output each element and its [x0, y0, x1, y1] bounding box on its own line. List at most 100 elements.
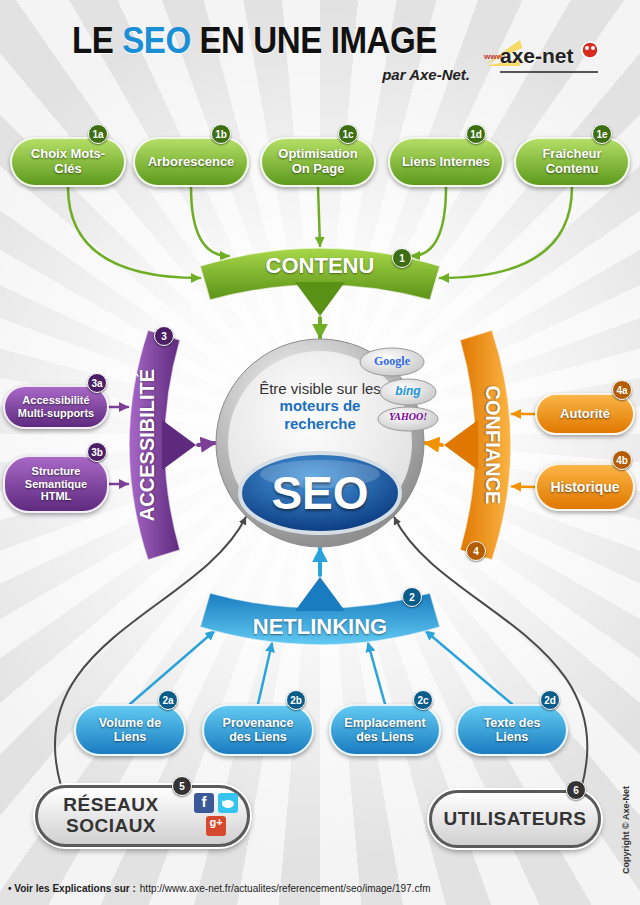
- word: recherche: [284, 415, 356, 432]
- pill-text: Volume de Liens: [84, 716, 176, 745]
- connector: [191, 187, 229, 256]
- word: moteurs: [280, 397, 339, 414]
- topic-pill: Optimisation On Page: [260, 137, 376, 187]
- pill-text: Accessibilité Multi-supports: [13, 394, 99, 419]
- topic-pill: Structure Semantique HTML: [3, 455, 109, 513]
- word: sur: [337, 380, 358, 397]
- callout-number: 2d: [540, 690, 560, 710]
- topic-pill: Fraîcheur Contenu: [514, 137, 630, 187]
- band-title: CONFIANCE: [479, 350, 507, 540]
- connector: [368, 643, 385, 704]
- connector: [198, 443, 215, 445]
- pill-text: Fraîcheur Contenu: [524, 147, 620, 177]
- label: g+: [206, 816, 226, 836]
- section-band: CONFIANCE: [442, 330, 522, 560]
- label: f: [194, 793, 214, 813]
- pill-text: Arborescence: [143, 155, 239, 170]
- callout-number: 1d: [466, 124, 486, 144]
- connector: [258, 643, 272, 704]
- callout-number: 1e: [592, 124, 612, 144]
- band-title: ACCESSIBILITÉ: [133, 350, 161, 540]
- pill-text: Texte des Liens: [466, 716, 558, 745]
- callout-number: 6: [566, 780, 586, 800]
- pill-text: UTILISATEURS: [444, 809, 587, 830]
- label: Copyright © Axe-Net: [621, 775, 633, 885]
- callout-number: 5: [172, 776, 192, 796]
- topic-pill: Texte des Liens: [456, 704, 568, 756]
- word: UNE: [253, 20, 322, 61]
- pill-text: Provenance des Liens: [212, 716, 304, 745]
- connector: [440, 187, 572, 278]
- connector: [512, 485, 535, 488]
- word: de: [343, 397, 361, 414]
- section-band: ACCESSIBILITÉ: [118, 330, 198, 560]
- connector: [318, 548, 322, 575]
- band-arrow: [295, 282, 345, 316]
- pill-text: Autorité: [545, 407, 625, 422]
- topic-pill: Emplacement des Liens: [329, 704, 441, 756]
- pill-text: Emplacement des Liens: [339, 716, 431, 745]
- seo-word: SEO: [215, 466, 425, 520]
- callout-number: 3: [154, 326, 174, 346]
- connector: [109, 483, 128, 486]
- connector: [411, 187, 446, 256]
- topic-pill: Provenance des Liens: [202, 704, 314, 756]
- band-arrow: [295, 577, 345, 611]
- callout-number: 1c: [338, 124, 358, 144]
- callout-number: 4b: [612, 450, 632, 470]
- topic-pill: Arborescence: [133, 137, 249, 187]
- connector: [109, 406, 128, 409]
- callout-number: 2c: [413, 690, 433, 710]
- footer-note: • Voir les Explications sur :: [8, 883, 136, 894]
- circle-caption: Être visible sur les moteurs de recherch…: [257, 380, 383, 432]
- title: LE SEO EN UNE IMAGE: [72, 20, 437, 62]
- pill-text: Structure Semantique HTML: [13, 465, 99, 503]
- pill-text: Choix Mots-Clés: [20, 147, 116, 177]
- callout-number: 3b: [87, 442, 107, 462]
- callout-number: 1: [392, 248, 412, 268]
- social-icons: [194, 793, 238, 836]
- band-arrow: [162, 420, 196, 470]
- footer-note: http://www.axe-net.fr/actualites/referen…: [140, 883, 431, 894]
- label: par Axe-Net.: [350, 66, 470, 83]
- connector: [425, 443, 442, 445]
- word: LE: [72, 20, 113, 61]
- sphere-ring: [216, 339, 424, 547]
- label: Google: [362, 354, 422, 370]
- connector: [318, 318, 322, 338]
- callout-number: 4: [466, 541, 486, 561]
- band-arrow: [444, 420, 478, 470]
- connector: [68, 187, 200, 278]
- callout-number: 1a: [88, 124, 108, 144]
- search-engine-bubbles: [360, 348, 438, 431]
- callout-number: 3a: [87, 373, 107, 393]
- word: SEO: [122, 20, 191, 61]
- pill-text: RÉSEAUX SOCIAUX: [52, 795, 170, 837]
- pill-text: Liens Internes: [398, 155, 494, 170]
- callout-number: 4a: [612, 380, 632, 400]
- word: EN: [199, 20, 244, 61]
- callout-number: 2a: [158, 690, 178, 710]
- label: YAHOO!: [378, 411, 438, 427]
- section-band: NETLINKING: [200, 575, 440, 655]
- topic-pill: Volume de Liens: [74, 704, 186, 756]
- word: IMAGE: [331, 20, 437, 61]
- pill-text: Optimisation On Page: [270, 147, 366, 177]
- label: www: [484, 52, 503, 61]
- topic-pill: Liens Internes: [388, 137, 504, 187]
- callout-number: 1b: [211, 124, 231, 144]
- logo-rays: [486, 40, 598, 72]
- callout-number: 2: [402, 587, 422, 607]
- band-title: NETLINKING: [200, 610, 440, 644]
- word: les: [362, 380, 381, 397]
- label: bing: [378, 384, 438, 400]
- pill-text: Historique: [545, 479, 625, 495]
- word: visible: [291, 380, 333, 397]
- connector: [318, 187, 320, 246]
- topic-pill: Choix Mots-Clés: [10, 137, 126, 187]
- connector: [512, 413, 535, 416]
- word: Être: [259, 380, 287, 397]
- label: axe-net: [500, 44, 574, 68]
- topic-pill: Historique: [535, 463, 635, 511]
